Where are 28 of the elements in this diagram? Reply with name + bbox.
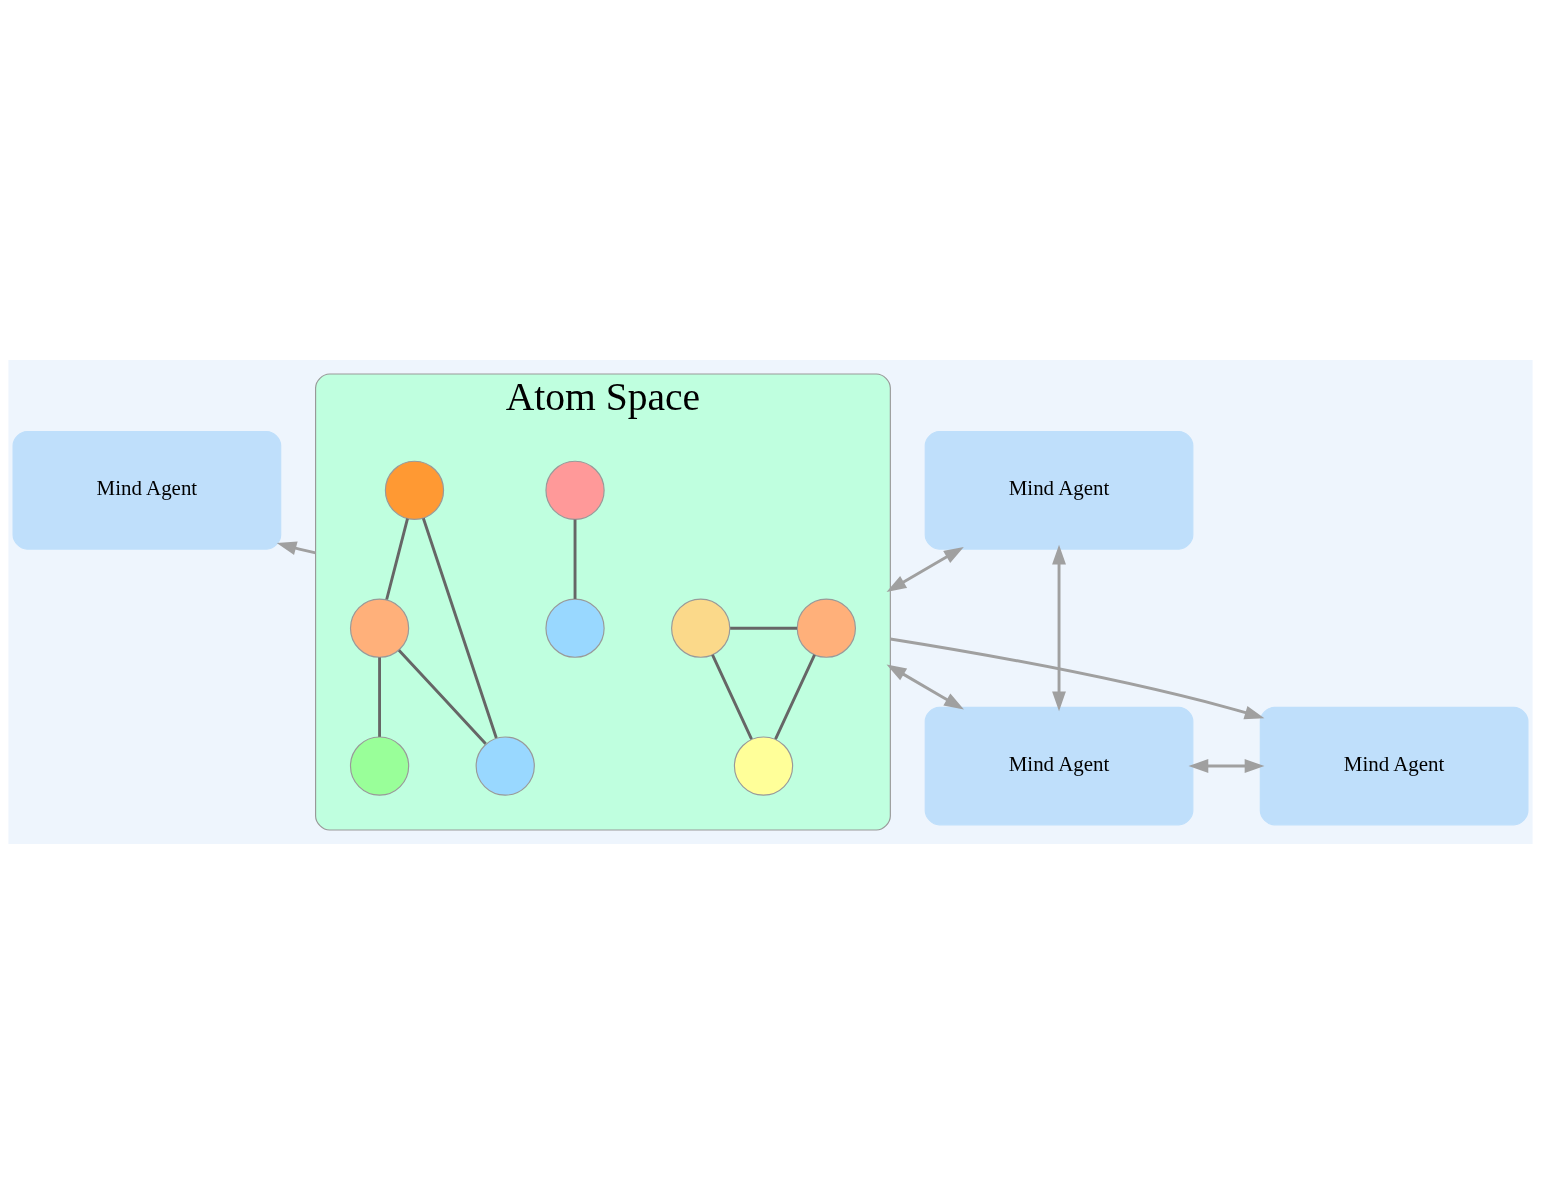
node-circle <box>349 598 410 658</box>
node-circle <box>733 735 794 796</box>
node-box: Mind Agent <box>12 430 282 550</box>
node-circle <box>349 735 410 796</box>
node-circle <box>671 598 731 658</box>
node-box: Mind Agent <box>924 706 1194 825</box>
arrow <box>886 663 964 709</box>
connector <box>711 653 753 740</box>
node-circle <box>796 598 856 658</box>
node-circle <box>545 460 605 520</box>
node-box: Mind Agent <box>924 430 1194 550</box>
arrow <box>886 546 964 592</box>
arrow <box>276 541 316 555</box>
connector <box>573 519 577 599</box>
connector <box>774 653 816 740</box>
arrow <box>1188 758 1265 773</box>
connector <box>385 517 409 600</box>
connector <box>378 656 382 737</box>
cluster: Atom Space <box>315 372 891 831</box>
node-circle <box>384 460 445 520</box>
arrow <box>1052 544 1066 711</box>
connector <box>397 648 487 745</box>
node-circle <box>475 735 535 796</box>
connector <box>730 626 798 630</box>
node-circle <box>545 598 605 658</box>
arrow <box>890 637 1265 719</box>
connector <box>421 517 498 739</box>
node-box: Mind Agent <box>1259 706 1529 825</box>
